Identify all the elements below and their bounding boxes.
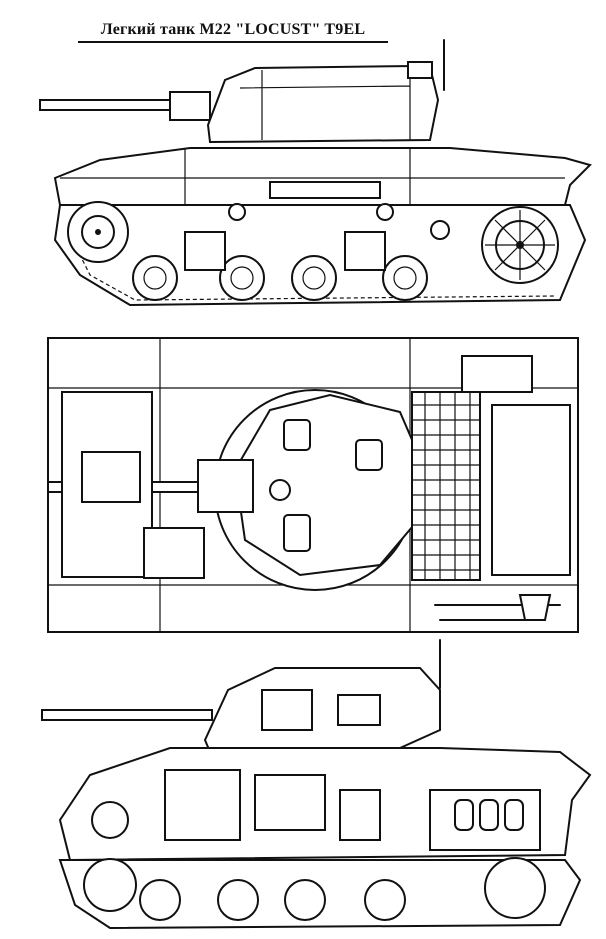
- track-run: [53, 204, 587, 307]
- driver-hatch: [81, 451, 141, 503]
- vent: [269, 479, 291, 501]
- bogie-front: [184, 231, 226, 271]
- turret: [206, 64, 440, 144]
- gun-mantlet: [169, 91, 211, 121]
- ammo-rack: [339, 789, 381, 841]
- gun-barrel-cutaway: [41, 709, 213, 721]
- periscope-hatch: [283, 514, 311, 552]
- cupola: [407, 61, 433, 79]
- transmission: [91, 801, 129, 839]
- shovel: [518, 594, 552, 621]
- title-banner: Легкий танк М22 "LOCUST" T9EL: [78, 17, 388, 43]
- radiator-cap: [461, 355, 533, 393]
- bogie-rear: [344, 231, 386, 271]
- drive-sprocket-cutaway: [83, 858, 137, 912]
- cutaway-view: [41, 639, 592, 930]
- side-view: [39, 39, 592, 307]
- mantlet-top: [197, 459, 254, 513]
- hatch-left: [283, 419, 311, 451]
- hatch-right: [355, 439, 383, 471]
- bow-hatch: [143, 527, 205, 579]
- driver-station: [164, 769, 241, 841]
- top-view: [47, 337, 579, 633]
- drawing-title: Легкий танк М22 "LOCUST" T9EL: [100, 21, 366, 38]
- turret-interior-box: [337, 694, 381, 726]
- rear-deck-plate: [491, 404, 571, 576]
- turret-cutaway: [203, 667, 441, 754]
- gun-breech: [261, 689, 313, 731]
- main-gun-barrel: [39, 99, 181, 111]
- crew-seat: [254, 774, 326, 831]
- hull-hatch: [269, 181, 381, 199]
- idler-wheel-cutaway: [484, 857, 546, 919]
- road-wheels: [132, 255, 428, 301]
- engine-grille: [411, 391, 481, 581]
